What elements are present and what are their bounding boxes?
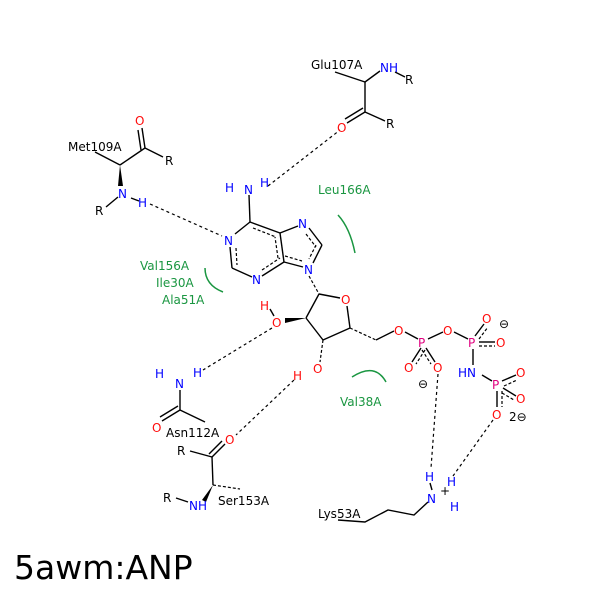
- lys53-h3: H: [450, 500, 459, 514]
- imido-hn: HN: [458, 366, 476, 380]
- residue-lys53: Lys53A: [318, 507, 361, 521]
- ser153-r2: R: [163, 491, 171, 505]
- hydrophobic-arc-leu166: [337, 214, 356, 254]
- asn112-n: N: [175, 377, 184, 391]
- adenine-n9: N: [304, 263, 313, 277]
- o5: O: [394, 324, 403, 338]
- glu107-r: R: [405, 73, 413, 87]
- bonds: [94, 70, 518, 523]
- ser153-r: R: [177, 444, 185, 458]
- residue-ser153: Ser153A: [218, 494, 270, 508]
- lys53-h2: H: [447, 475, 456, 489]
- hbond-o3-ser153: [235, 379, 295, 436]
- asn112-h2: H: [193, 366, 202, 380]
- residue-met109: Met109A: [68, 140, 122, 154]
- beta-o2: O: [496, 336, 505, 350]
- residue-labels: Glu107A Met109A Leu166A Val156A Ile30A A…: [68, 58, 382, 521]
- gamma-o1: O: [516, 366, 525, 380]
- alpha-minus-charge: ⊖: [418, 377, 428, 391]
- hbond-met109-n1: [149, 203, 223, 237]
- ribose-o2: O: [272, 316, 281, 330]
- beta-minus-charge: ⊖: [499, 317, 509, 331]
- hbond-o2-asn112: [202, 327, 273, 371]
- met109-r2: R: [95, 204, 103, 218]
- nh2-h1: H: [225, 181, 234, 195]
- phosphorus-gamma: P: [492, 378, 499, 392]
- hydrophobic-arc-val156: [204, 267, 224, 293]
- atom-labels: NH R O R O R N H R H N H N N N N O H O O…: [95, 61, 527, 514]
- o2-h: H: [260, 299, 269, 313]
- adenine-n7: N: [298, 217, 307, 231]
- hbond-pg-lys53: [452, 419, 494, 477]
- lys53-plus: +: [440, 484, 450, 498]
- hbond-nh2-glu107: [267, 129, 341, 187]
- residue-glu107: Glu107A: [311, 58, 363, 72]
- asn112-o: O: [152, 421, 161, 435]
- residue-ala51: Ala51A: [162, 293, 205, 307]
- residue-val156: Val156A: [140, 259, 190, 273]
- gamma-charge: 2⊖: [509, 410, 527, 424]
- adenine-n3: N: [252, 273, 261, 287]
- residue-leu166: Leu166A: [318, 183, 371, 197]
- ser153-nh: NH: [189, 499, 207, 513]
- met109-r: R: [165, 154, 173, 168]
- ser153-o: O: [225, 433, 234, 447]
- ribose-o4: O: [341, 293, 350, 307]
- bridge-o: O: [443, 324, 452, 338]
- asn112-h1: H: [155, 367, 164, 381]
- hydrogen-bonds: [149, 129, 494, 477]
- glu107-o: O: [337, 121, 346, 135]
- alpha-o2: O: [433, 361, 442, 375]
- alpha-o1: O: [404, 361, 413, 375]
- diagram-title: 5awm:ANP: [14, 548, 193, 587]
- met109-n: N: [118, 187, 127, 201]
- adenine-n1: N: [224, 234, 233, 248]
- nh2-n: N: [244, 183, 253, 197]
- met109-h: H: [138, 196, 147, 210]
- ribose-o3: O: [313, 362, 322, 376]
- o3-h: H: [293, 369, 302, 383]
- residue-ile30: Ile30A: [156, 276, 195, 290]
- lys53-n: N: [427, 492, 436, 506]
- residue-asn112: Asn112A: [166, 426, 220, 440]
- lys53-h1: H: [425, 470, 434, 484]
- beta-o1: O: [482, 312, 491, 326]
- residue-val38: Val38A: [340, 395, 382, 409]
- glu107-nh: NH: [380, 61, 398, 75]
- gamma-o2: O: [516, 392, 525, 406]
- phosphorus-beta: P: [468, 336, 475, 350]
- hydrophobic-arc-val38: [351, 369, 387, 383]
- phosphorus-alpha: P: [418, 336, 425, 350]
- hbond-pa-lys53: [430, 373, 439, 469]
- glu107-r2: R: [386, 117, 394, 131]
- nh2-h2: H: [260, 176, 269, 190]
- met109-o: O: [135, 114, 144, 128]
- gamma-o3: O: [492, 408, 501, 422]
